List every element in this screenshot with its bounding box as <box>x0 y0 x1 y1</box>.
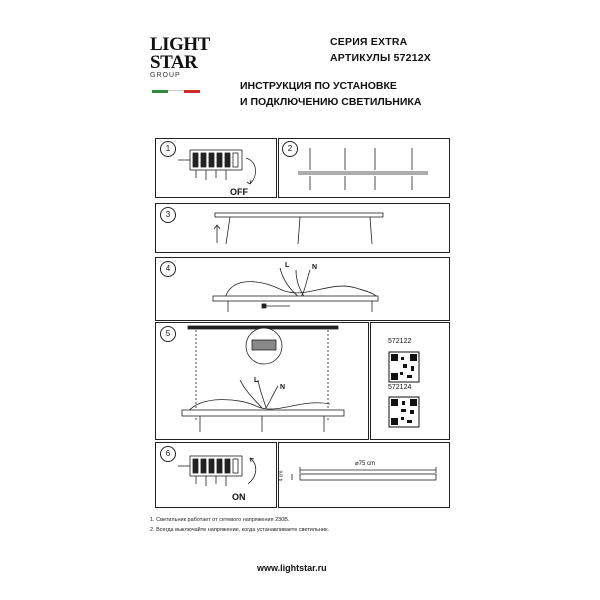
instruction-title: ИНСТРУКЦИЯ ПО УСТАНОВКЕ И ПОДКЛЮЧЕНИЮ СВ… <box>240 78 421 110</box>
step-3-panel <box>155 203 450 253</box>
wiring-illustration <box>212 267 379 312</box>
step-number-1: 1 <box>160 141 176 157</box>
notes-block: 1. Светильник работает от сетевого напря… <box>150 515 329 535</box>
canopy-mount-illustration <box>298 148 428 190</box>
brand-logo: LIGHT STAR GROUP <box>150 34 210 96</box>
breaker-panel-illustration-on <box>178 455 257 486</box>
qr-code-2 <box>388 396 420 428</box>
logo-line-1: LIGHT <box>150 34 210 55</box>
logo-group-text: GROUP <box>150 72 181 79</box>
note-1: 1. Светильник работает от сетевого напря… <box>150 517 290 523</box>
step-number-4: 4 <box>160 261 176 277</box>
height-label: 4 cm <box>278 470 285 482</box>
step4-phase-label: L <box>285 262 290 269</box>
title-line-1: ИНСТРУКЦИЯ ПО УСТАНОВКЕ <box>240 80 397 92</box>
off-label: OFF <box>230 187 248 197</box>
article-numbers: АРТИКУЛЫ 57212X <box>330 52 431 64</box>
step-number-6: 6 <box>160 446 176 462</box>
logo-line-2: STAR <box>150 52 198 73</box>
series-name: СЕРИЯ EXTRA <box>330 36 408 48</box>
note-2: 2. Всегда выключайте напряжение, когда у… <box>150 527 330 533</box>
step5-neutral-label: N <box>280 384 286 391</box>
qr-code-1 <box>388 351 420 383</box>
step-number-2: 2 <box>282 141 298 157</box>
step-2-panel <box>278 138 450 198</box>
assembled-illustration <box>181 325 345 432</box>
series-block: СЕРИЯ EXTRA АРТИКУЛЫ 57212X <box>330 34 431 66</box>
step-4-panel <box>155 257 450 321</box>
canopy-lift-illustration <box>213 212 384 245</box>
title-line-2: И ПОДКЛЮЧЕНИЮ СВЕТИЛЬНИКА <box>240 96 422 108</box>
dimension-drawing <box>291 467 437 481</box>
qr-article-2: 572124 <box>388 384 412 391</box>
breaker-panel-illustration-off <box>178 149 256 185</box>
step5-phase-label: L <box>254 377 259 384</box>
diameter-label: ⌀75 cm <box>355 461 375 467</box>
on-label: ON <box>232 492 246 502</box>
italian-flag-stripe <box>152 90 200 93</box>
step4-neutral-label: N <box>312 264 318 271</box>
website-link[interactable]: www.lightstar.ru <box>257 563 327 573</box>
qr-article-1: 572122 <box>388 338 412 345</box>
step-number-5: 5 <box>160 326 176 342</box>
step-number-3: 3 <box>160 207 176 223</box>
